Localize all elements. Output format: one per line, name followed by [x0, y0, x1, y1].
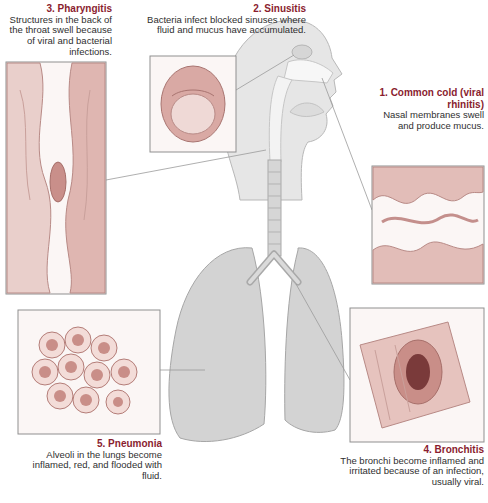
trachea [268, 160, 281, 256]
callout-box: 4. BronchitisThe bronchi become inflamed… [316, 443, 486, 489]
pharynx [269, 76, 292, 162]
callout-box: 5. PneumoniaAlveoli in the lungs become … [10, 437, 164, 483]
trachea-rings [268, 172, 281, 244]
sinus-cavity [292, 45, 312, 59]
callout-heading: 4. Bronchitis [318, 444, 484, 456]
common-cold-inset [372, 166, 484, 284]
callout-heading: 3. Pharyngitis [4, 3, 112, 15]
tongue [290, 103, 324, 117]
callout-heading: 5. Pneumonia [12, 438, 162, 450]
callout-heading: 1. Common cold (viral rhinitis) [368, 87, 484, 110]
head-silhouette [222, 20, 342, 200]
callout-description: Nasal membranes swell and produce mucus. [368, 110, 484, 132]
callout-description: The bronchi become inflamed and irritate… [318, 456, 484, 489]
pharyngitis-inset [6, 62, 106, 294]
callout-box: 3. PharyngitisStructures in the back of … [2, 2, 114, 59]
sinusitis-inset [150, 56, 236, 152]
callout-description: Bacteria infect blocked sinuses where fl… [142, 15, 306, 37]
callout-description: Structures in the back of the throat swe… [4, 15, 112, 59]
pneumonia-inset [18, 310, 160, 434]
callout-heading: 2. Sinusitis [142, 3, 306, 15]
callout-box: 1. Common cold (viral rhinitis)Nasal mem… [366, 86, 486, 133]
bronchitis-inset [350, 308, 484, 442]
callout-box: 2. SinusitisBacteria infect blocked sinu… [140, 2, 308, 37]
bronchi-inner [250, 254, 298, 282]
callout-description: Alveoli in the lungs become inflamed, re… [12, 450, 162, 483]
bronchi [250, 254, 298, 282]
